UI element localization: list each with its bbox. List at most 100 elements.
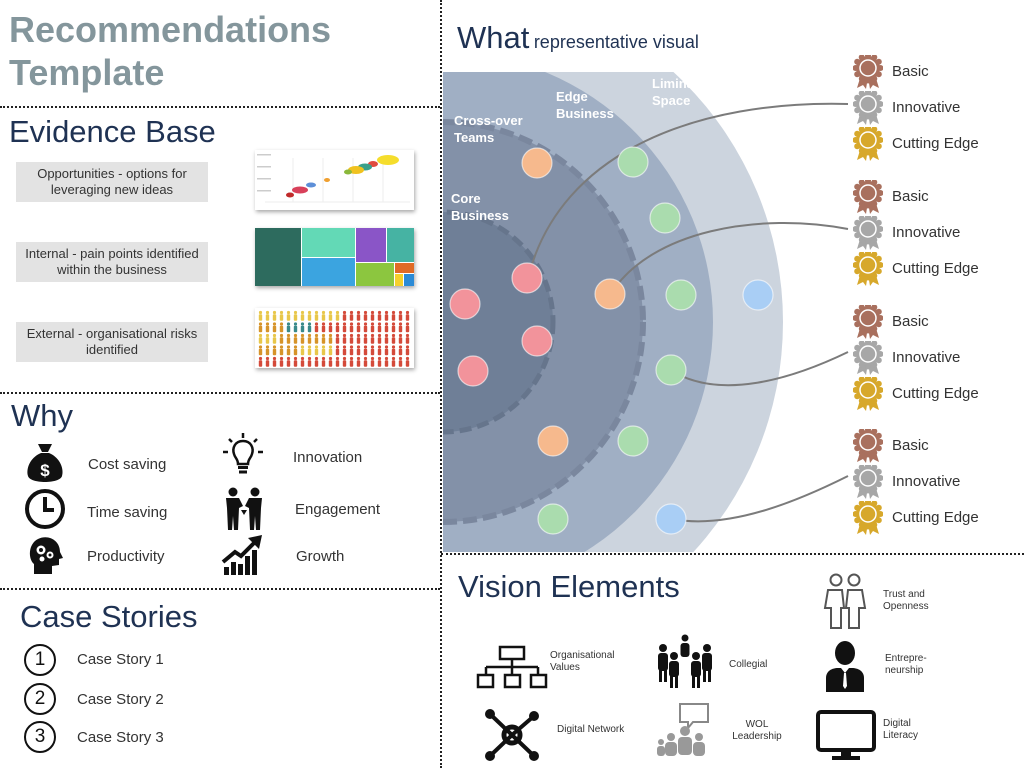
medal-icon [852,462,884,504]
medal-icon [852,88,884,130]
medal-icon [852,177,884,219]
vertical-divider [440,0,442,768]
zone-dot [665,279,697,311]
why-label-growth: Growth [296,548,345,565]
evidence-item-external: External - organisational risks identifi… [16,322,208,362]
divider-why [0,588,440,590]
edge-zone-label: Edge Business [556,89,614,121]
page-title-line1: Recommendations [9,9,332,50]
growth-chart-icon [221,534,265,581]
speaking-crowd-icon [657,702,713,763]
zone-dot [537,425,569,457]
bubble-chart-thumbnail [255,150,414,210]
businessman-icon [824,640,866,697]
evidence-heading: Evidence Base [9,114,216,149]
zone-dot [521,325,553,357]
treemap-thumbnail [255,228,414,286]
divider-evidence [0,392,440,394]
what-heading-group: What representative visual [457,20,699,56]
vision-heading: Vision Elements [458,569,680,604]
connector-line-3 [671,351,849,387]
why-heading: Why [11,398,73,433]
tier-label-innovative: Innovative [892,349,961,366]
vision-label-org-values: Organisational Values [550,650,615,673]
zone-dot [521,147,553,179]
monitor-icon [816,710,876,767]
medal-icon [852,249,884,291]
org-chart-icon [476,645,548,694]
why-label-innovation: Innovation [293,449,363,466]
head-gears-icon [26,534,64,581]
zone-dot [617,146,649,178]
why-label-productivity: Productivity [87,548,165,565]
case-story-number-3: 3 [24,721,56,753]
tier-label-cutting-edge: Cutting Edge [892,135,979,152]
svg-text:$: $ [40,461,50,480]
vision-label-trust: Trust and Openness [883,589,929,612]
zone-dot [655,503,687,535]
tier-label-basic: Basic [892,313,929,330]
evidence-item-internal: Internal - pain points identified within… [16,242,208,282]
crossover-zone-label: Cross-over Teams [454,113,523,145]
zone-dot [649,202,681,234]
divider-title [0,106,440,108]
what-subheading: representative visual [533,32,699,52]
zone-dot [742,279,774,311]
connector-line-1 [527,102,849,279]
zone-dot [449,288,481,320]
concentric-zones-diagram [443,72,849,552]
what-heading: What [457,20,530,55]
people-pictogram-thumbnail [255,308,414,368]
page-title: Recommendations Template [9,8,331,94]
why-label-cost-saving: Cost saving [88,456,167,473]
case-story-3-link[interactable]: Case Story 3 [77,729,164,746]
medal-icon [852,338,884,380]
vision-label-wol-leadership: WOL Leadership [732,719,782,742]
evidence-item-opportunities: Opportunities - options for leveraging n… [16,162,208,202]
medal-icon [852,498,884,540]
medal-icon [852,124,884,166]
tier-label-innovative: Innovative [892,224,961,241]
zone-dot [511,262,543,294]
divider-what [441,553,1024,555]
tier-label-cutting-edge: Cutting Edge [892,509,979,526]
medal-icon [852,213,884,255]
clock-icon [24,488,66,535]
case-story-2-link[interactable]: Case Story 2 [77,691,164,708]
liminal-zone-label: Liminal Space [652,76,698,108]
case-story-1-link[interactable]: Case Story 1 [77,651,164,668]
lightbulb-icon [221,432,265,481]
tier-label-basic: Basic [892,188,929,205]
why-label-engagement: Engagement [295,501,381,518]
vision-label-entrepreneurship: Entrepre-neurship [885,653,927,676]
vision-label-digital-network: Digital Network [557,724,625,735]
zone-dot [457,355,489,387]
medal-icon [852,302,884,344]
page-title-line2: Template [9,52,165,93]
case-story-number-2: 2 [24,683,56,715]
tier-label-basic: Basic [892,63,929,80]
case-stories-heading: Case Stories [20,599,198,634]
core-zone-label: Core Business [451,191,509,223]
zone-dot [594,278,626,310]
connector-line-2 [609,221,849,296]
vision-label-digital-literacy: Digital Literacy [883,718,919,741]
connector-line-4 [671,475,849,523]
network-hub-icon [482,708,542,767]
two-people-icon [822,572,868,635]
tier-label-cutting-edge: Cutting Edge [892,260,979,277]
team-group-icon [655,634,715,695]
medal-icon [852,426,884,468]
medal-icon [852,52,884,94]
tier-label-cutting-edge: Cutting Edge [892,385,979,402]
why-label-time-saving: Time saving [87,504,168,521]
zone-dot [655,354,687,386]
tier-label-basic: Basic [892,437,929,454]
case-story-number-1: 1 [24,644,56,676]
handshake-people-icon [222,486,266,535]
money-bag-icon: $ [24,440,66,491]
zone-dot [537,503,569,535]
zone-dot [617,425,649,457]
tier-label-innovative: Innovative [892,99,961,116]
tier-label-innovative: Innovative [892,473,961,490]
